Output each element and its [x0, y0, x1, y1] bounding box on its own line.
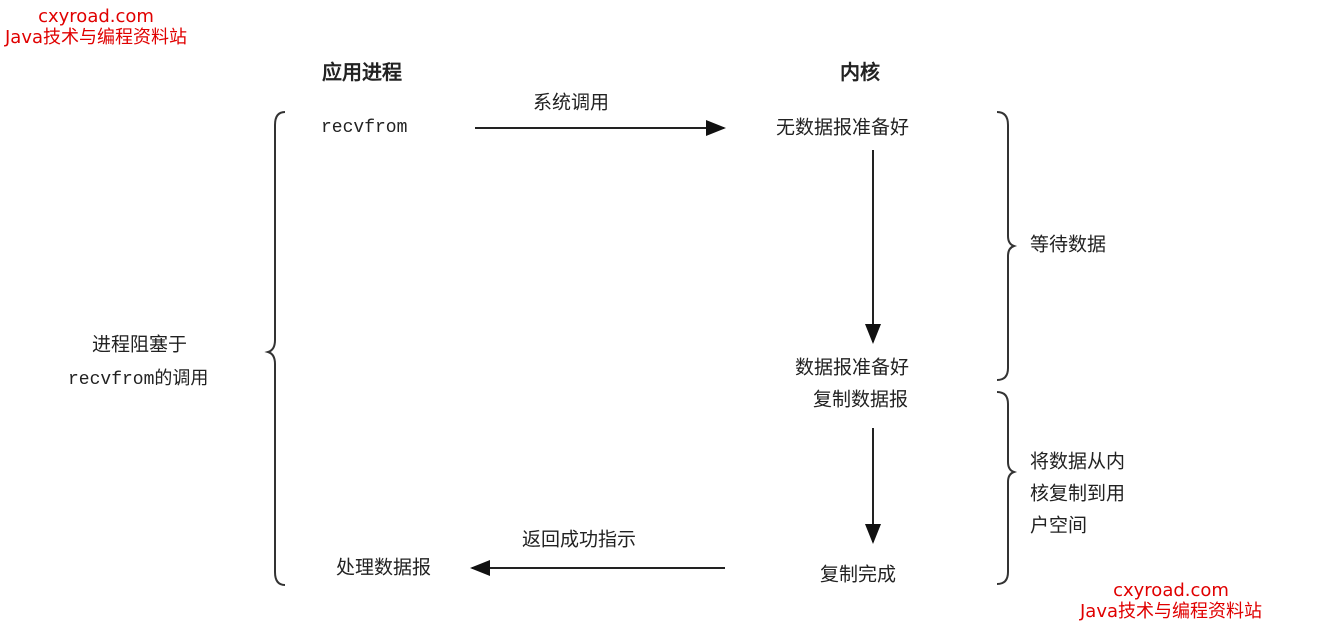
- wait-data-label: 等待数据: [1030, 233, 1107, 256]
- recvfrom-label: recvfrom: [321, 118, 408, 138]
- data-ready-label: 数据报准备好: [795, 356, 910, 379]
- copy-brace: [996, 391, 1018, 585]
- wait-brace: [996, 111, 1018, 381]
- watermark-line1: cxyroad.com: [38, 6, 154, 27]
- copy-phase-line2: 核复制到用: [1030, 482, 1126, 505]
- copy-phase-line1: 将数据从内: [1030, 450, 1126, 473]
- blocked-label-1: 进程阻塞于: [92, 333, 188, 356]
- no-data-label: 无数据报准备好: [776, 116, 910, 139]
- copy-phase-line3: 户空间: [1030, 514, 1088, 537]
- kernel-header: 内核: [840, 60, 880, 84]
- blocked-label-2: recvfrom的调用: [68, 370, 209, 390]
- syscall-label: 系统调用: [533, 91, 610, 114]
- process-datagram-label: 处理数据报: [336, 556, 432, 579]
- return-label: 返回成功指示: [522, 528, 637, 551]
- app-process-header: 应用进程: [322, 60, 402, 84]
- copy-done-label: 复制完成: [820, 563, 897, 586]
- watermark-line2: Java技术与编程资料站: [5, 27, 188, 48]
- watermark-line2: Java技术与编程资料站: [1080, 601, 1263, 622]
- left-brace: [264, 111, 286, 586]
- copy-datagram-label: 复制数据报: [813, 388, 909, 411]
- watermark-bottom-right: cxyroad.com Java技术与编程资料站: [1080, 580, 1262, 622]
- watermark-line1: cxyroad.com: [1113, 580, 1229, 601]
- watermark-top-left: cxyroad.com Java技术与编程资料站: [5, 6, 187, 48]
